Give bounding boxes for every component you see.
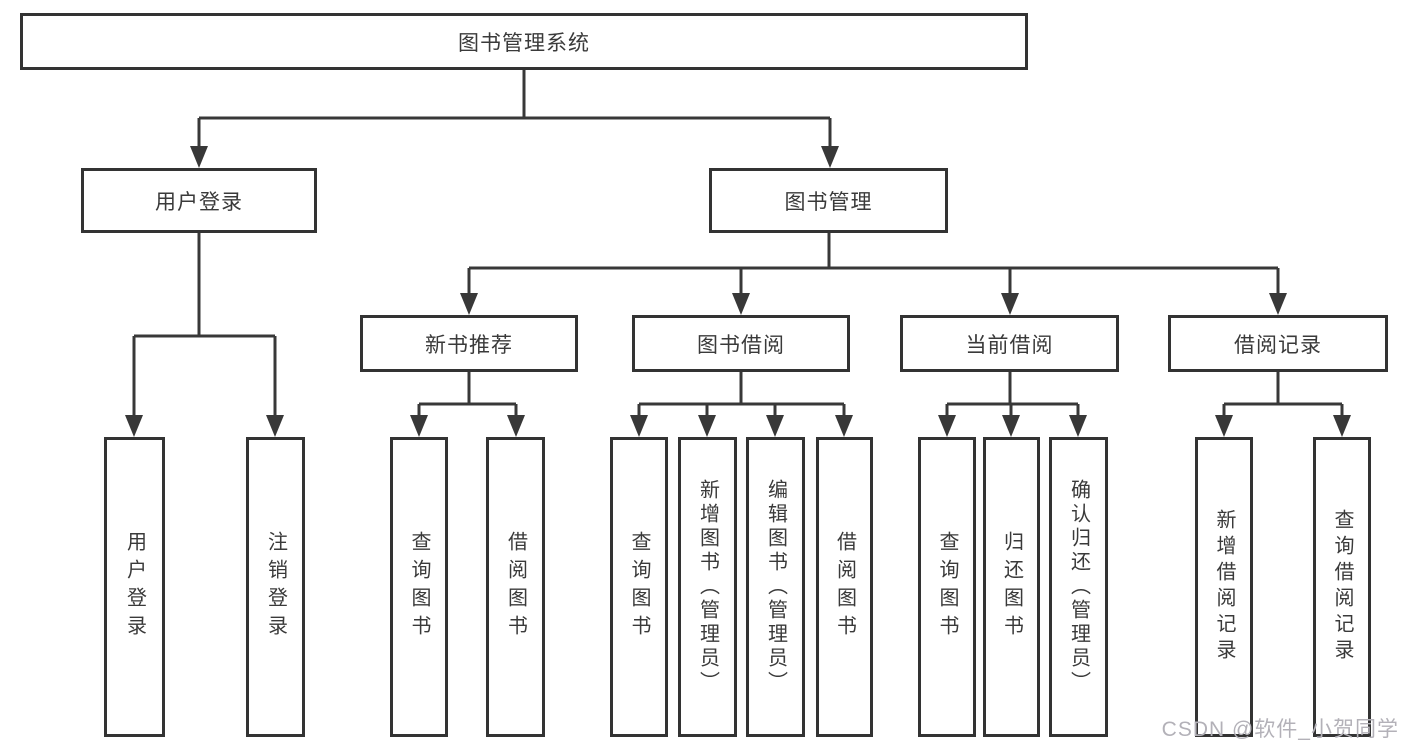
node-borrowing-records: 借阅记录 — [1168, 315, 1388, 372]
leaf-query-borrow-record: 查询借阅记录 — [1313, 437, 1371, 737]
arrowhead — [1215, 415, 1233, 437]
arrowhead — [698, 415, 716, 437]
connector-borrowing-records-children — [1215, 372, 1351, 437]
arrowhead — [732, 293, 750, 315]
node-book-borrowing: 图书借阅 — [632, 315, 850, 372]
arrowhead — [190, 146, 208, 168]
leaf-borrow-books-recommend: 借阅图书 — [486, 437, 545, 737]
arrowhead — [766, 415, 784, 437]
node-root: 图书管理系统 — [20, 13, 1028, 70]
leaf-return-books: 归还图书 — [983, 437, 1040, 737]
leaf-logout: 注销登录 — [246, 437, 305, 737]
arrowhead — [125, 415, 143, 437]
arrowhead — [507, 415, 525, 437]
arrowhead — [266, 415, 284, 437]
leaf-confirm-return-admin: 确认归还（管理员） — [1049, 437, 1108, 737]
leaf-query-books-current: 查询图书 — [918, 437, 976, 737]
leaf-query-books-recommend: 查询图书 — [390, 437, 448, 737]
arrowhead — [1069, 415, 1087, 437]
node-book-management: 图书管理 — [709, 168, 948, 233]
arrowhead — [821, 146, 839, 168]
arrowhead — [460, 293, 478, 315]
connector-root-to-level2 — [190, 70, 839, 168]
leaf-query-books-borrow: 查询图书 — [610, 437, 668, 737]
node-user-login: 用户登录 — [81, 168, 317, 233]
leaf-add-book-admin: 新增图书（管理员） — [678, 437, 737, 737]
node-current-borrowing: 当前借阅 — [900, 315, 1119, 372]
leaf-borrow-books: 借阅图书 — [816, 437, 873, 737]
arrowhead — [1002, 415, 1020, 437]
leaf-edit-book-admin: 编辑图书（管理员） — [746, 437, 805, 737]
arrowhead — [410, 415, 428, 437]
connector-book-management-children — [460, 233, 1287, 315]
arrowhead — [1269, 293, 1287, 315]
connector-current-borrowing-children — [938, 372, 1087, 437]
csdn-watermark: CSDN @软件_小贺同学 — [1161, 718, 1399, 741]
leaf-user-login: 用户登录 — [104, 437, 165, 737]
arrowhead — [1001, 293, 1019, 315]
arrowhead — [835, 415, 853, 437]
connector-new-book-recommend-children — [410, 372, 525, 437]
connector-user-login-children — [125, 233, 284, 437]
leaf-add-borrow-record: 新增借阅记录 — [1195, 437, 1253, 737]
connector-book-borrowing-children — [630, 372, 853, 437]
arrowhead — [938, 415, 956, 437]
arrowhead — [1333, 415, 1351, 437]
node-new-book-recommend: 新书推荐 — [360, 315, 578, 372]
arrowhead — [630, 415, 648, 437]
